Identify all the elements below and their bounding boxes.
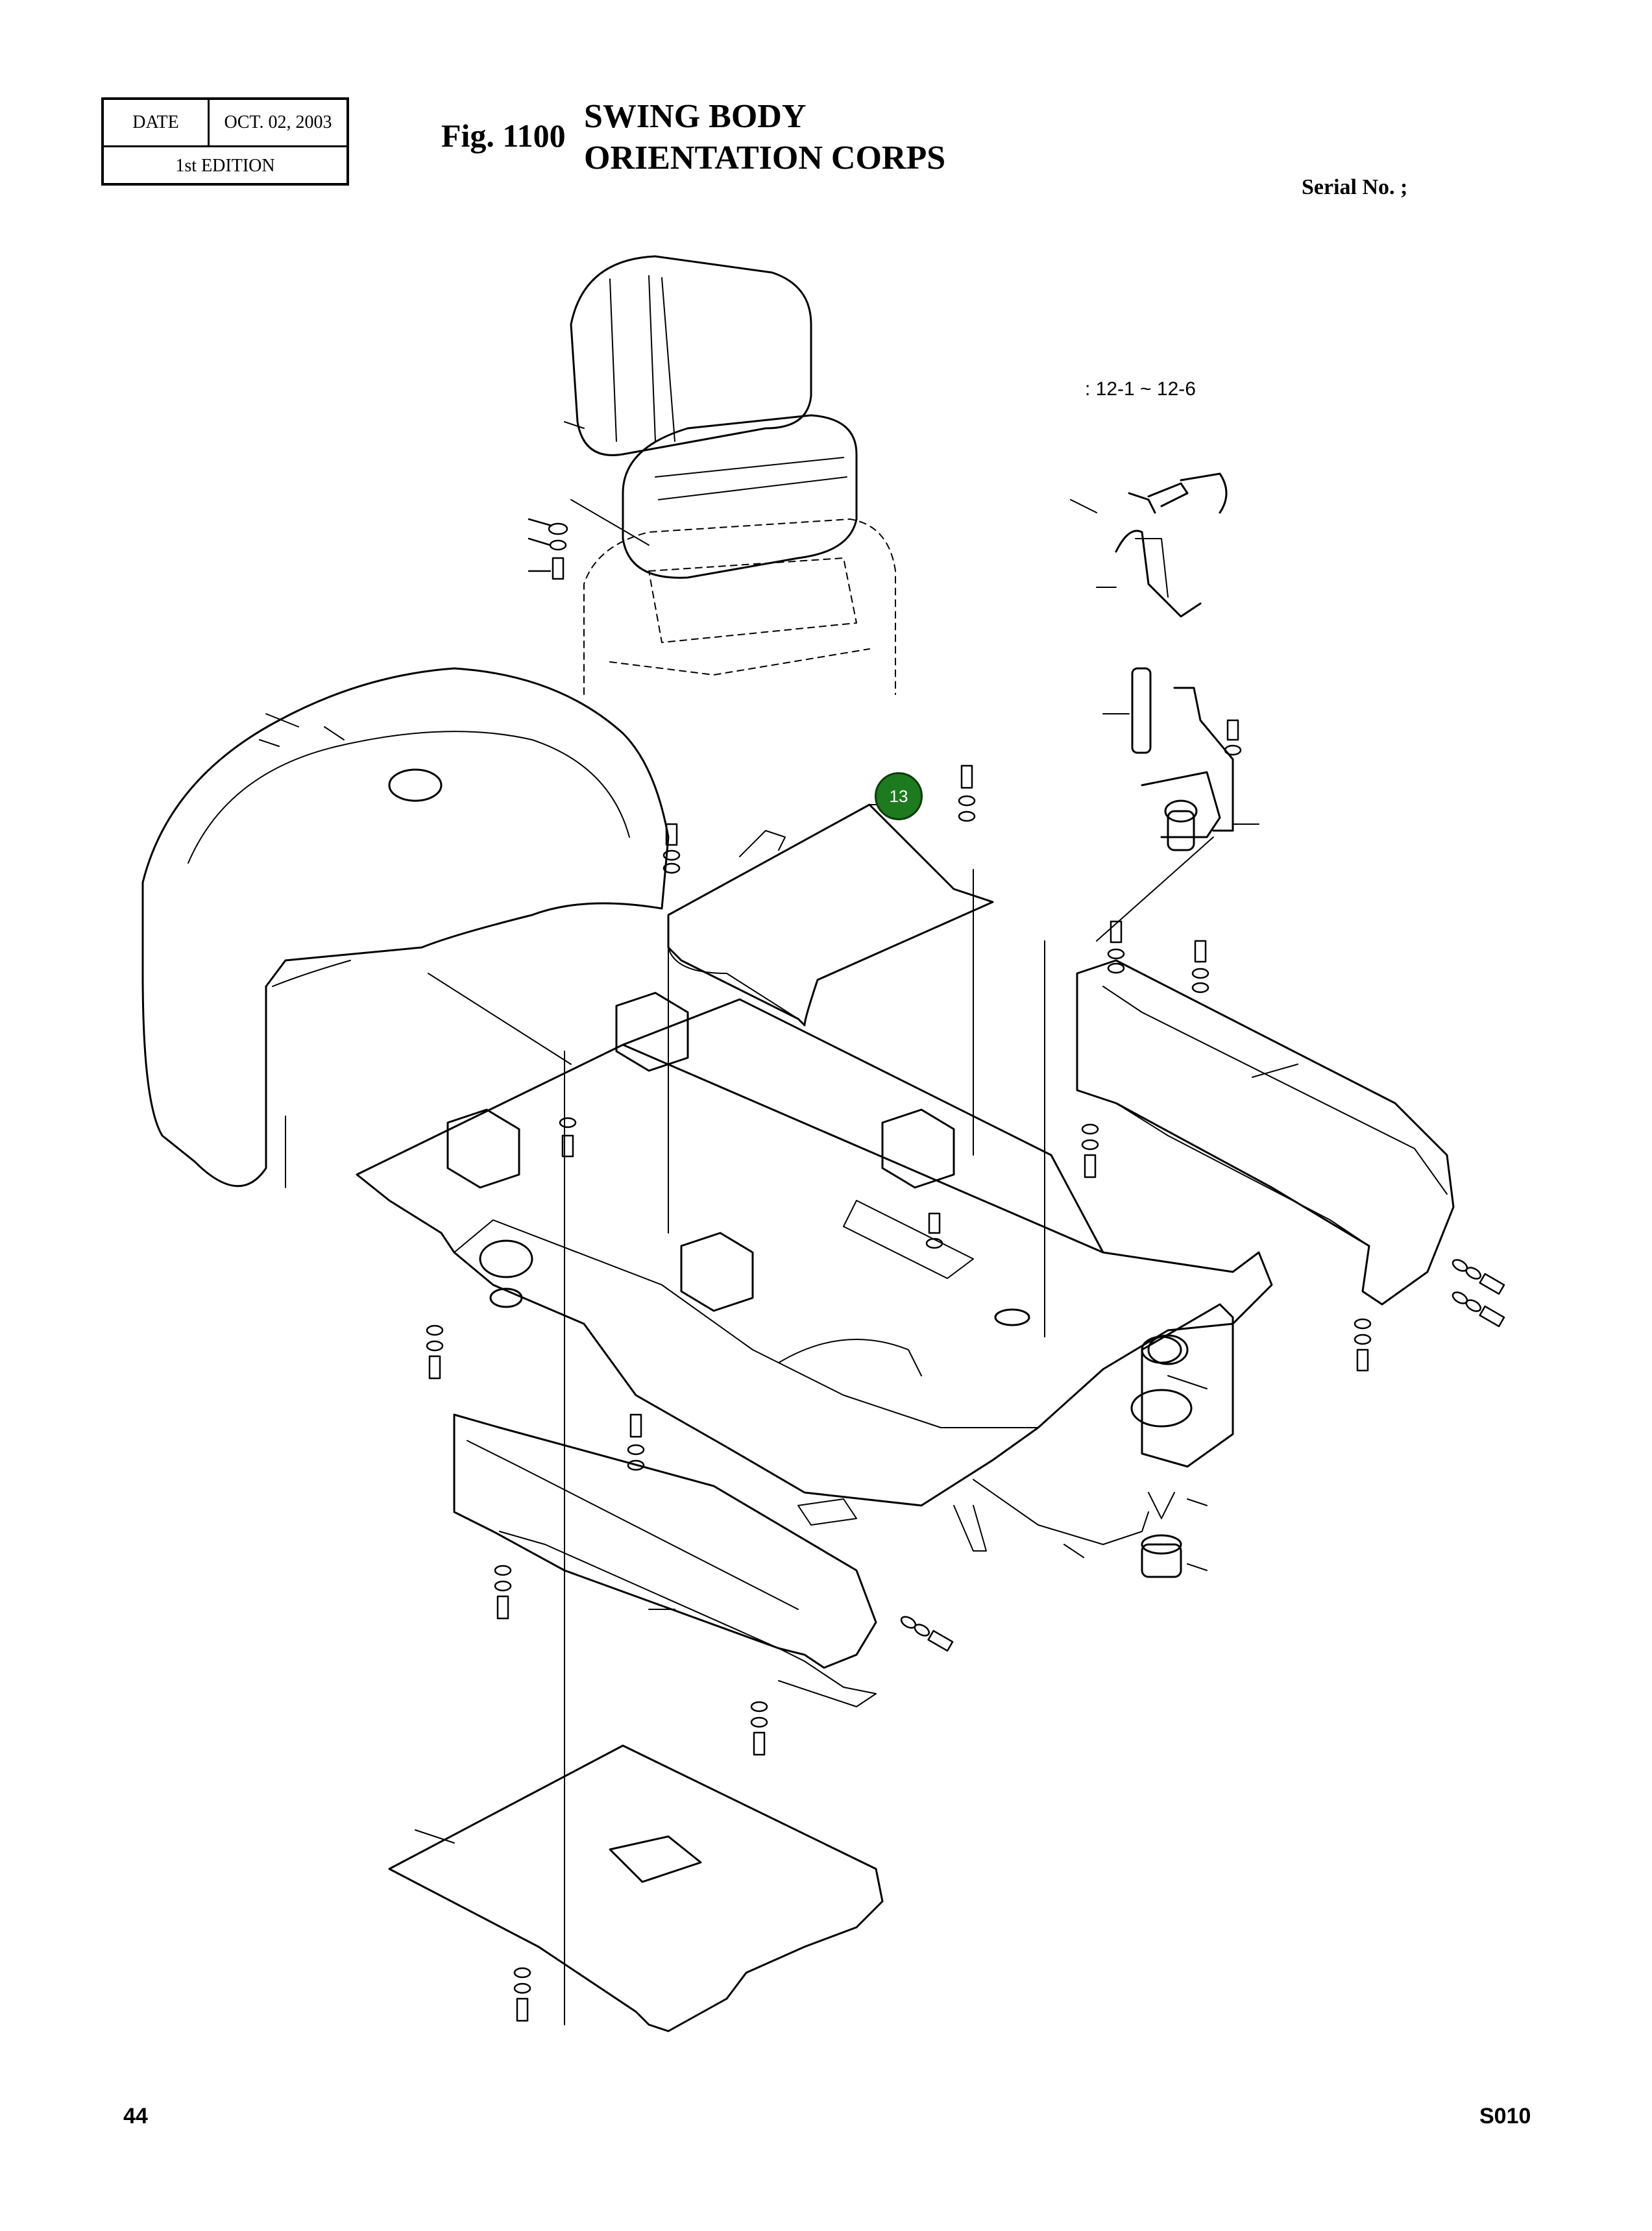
page-number: 44 — [123, 2104, 148, 2128]
serial-label: Serial No. ; — [1302, 175, 1408, 199]
seat-base-phantom — [583, 518, 896, 695]
under-cover — [388, 1744, 884, 2032]
seat-fasteners — [528, 518, 568, 580]
main-swing-frame — [356, 992, 1273, 1552]
title-line-2: ORIENTATION CORPS — [584, 140, 946, 177]
right-side-cover — [1076, 959, 1455, 1306]
left-side-cover — [453, 1413, 877, 1707]
range-note: : 12-1 ~ 12-6 — [1085, 378, 1196, 400]
floor-cover-plate — [667, 803, 994, 1027]
section-code: S010 — [1479, 2104, 1531, 2128]
leader-lines — [285, 499, 1298, 2025]
figure-title: SWING BODY ORIENTATION CORPS — [584, 96, 945, 179]
seat — [564, 255, 858, 579]
callout-13-badge: 13 — [875, 772, 923, 820]
pivot-bushings — [1141, 1335, 1182, 1578]
figure-number: Fig. 1100 — [441, 117, 566, 154]
date-label: DATE — [104, 100, 210, 145]
lock-lever-assembly — [1115, 472, 1234, 851]
fastener-stacks — [426, 719, 1505, 2022]
title-line-1: SWING BODY — [584, 98, 807, 135]
edition-label: 1st EDITION — [175, 156, 275, 176]
date-value: OCT. 02, 2003 — [224, 112, 332, 132]
counterweight — [141, 667, 670, 1188]
date-edition-box: DATE OCT. 02, 2003 1st EDITION — [101, 97, 349, 186]
